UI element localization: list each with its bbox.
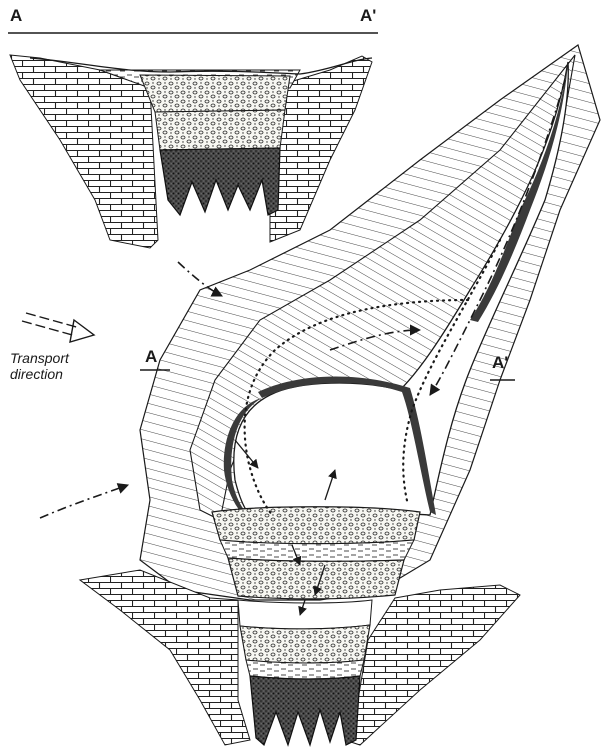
flow-arrow-west <box>40 485 128 518</box>
throat-gravel-1 <box>212 507 420 544</box>
legend-line-1: Transport <box>10 350 69 366</box>
shaft-gravel <box>240 625 370 663</box>
legend-transport-direction: Transport direction <box>10 350 69 382</box>
inset-label-a-prime: A' <box>360 6 376 26</box>
inset-gravel-lower <box>155 110 285 150</box>
legend-line-2: direction <box>10 366 69 382</box>
inset-cross-section <box>8 33 378 248</box>
transport-direction-arrow <box>22 313 94 342</box>
plan-label-a-prime: A' <box>492 353 508 373</box>
inset-breccia-base <box>160 148 280 215</box>
shaft-breccia <box>250 676 360 745</box>
inset-gravel-upper <box>140 75 290 112</box>
shaft-silt <box>246 660 364 679</box>
inset-limestone-left <box>10 55 158 248</box>
plan-label-a: A <box>145 347 157 367</box>
shaft-fill-upper <box>238 600 372 629</box>
inset-label-a: A <box>10 6 22 26</box>
